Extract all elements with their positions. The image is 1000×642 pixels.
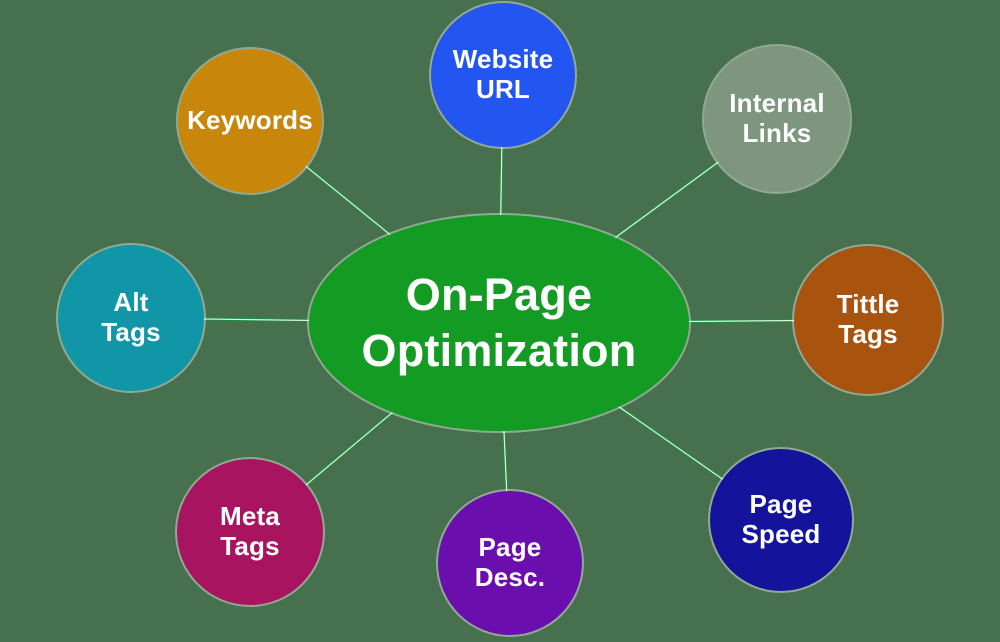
node-label-alt-tags: Alt Tags (101, 287, 161, 347)
node-label-tittle-tags: Tittle Tags (836, 289, 900, 349)
node-keywords: Keywords (178, 49, 322, 193)
node-meta-tags: Meta Tags (177, 459, 323, 605)
node-label-page-desc: Page Desc. (474, 532, 546, 592)
node-tittle-tags: Tittle Tags (794, 246, 942, 394)
node-label-internal-links: Internal Links (729, 88, 825, 148)
node-website-url: Website URL (431, 3, 575, 147)
node-page-speed: Page Speed (710, 449, 852, 591)
node-page-desc: Page Desc. (438, 491, 582, 635)
center-node-on-page-optimization: On-Page Optimization (309, 215, 689, 431)
node-label-page-speed: Page Speed (741, 489, 821, 549)
node-alt-tags: Alt Tags (58, 245, 204, 391)
center-node-label: On-Page Optimization (361, 268, 637, 376)
node-label-website-url: Website URL (452, 44, 554, 104)
node-label-keywords: Keywords (187, 105, 313, 136)
node-label-meta-tags: Meta Tags (219, 501, 281, 561)
node-internal-links: Internal Links (704, 46, 850, 192)
